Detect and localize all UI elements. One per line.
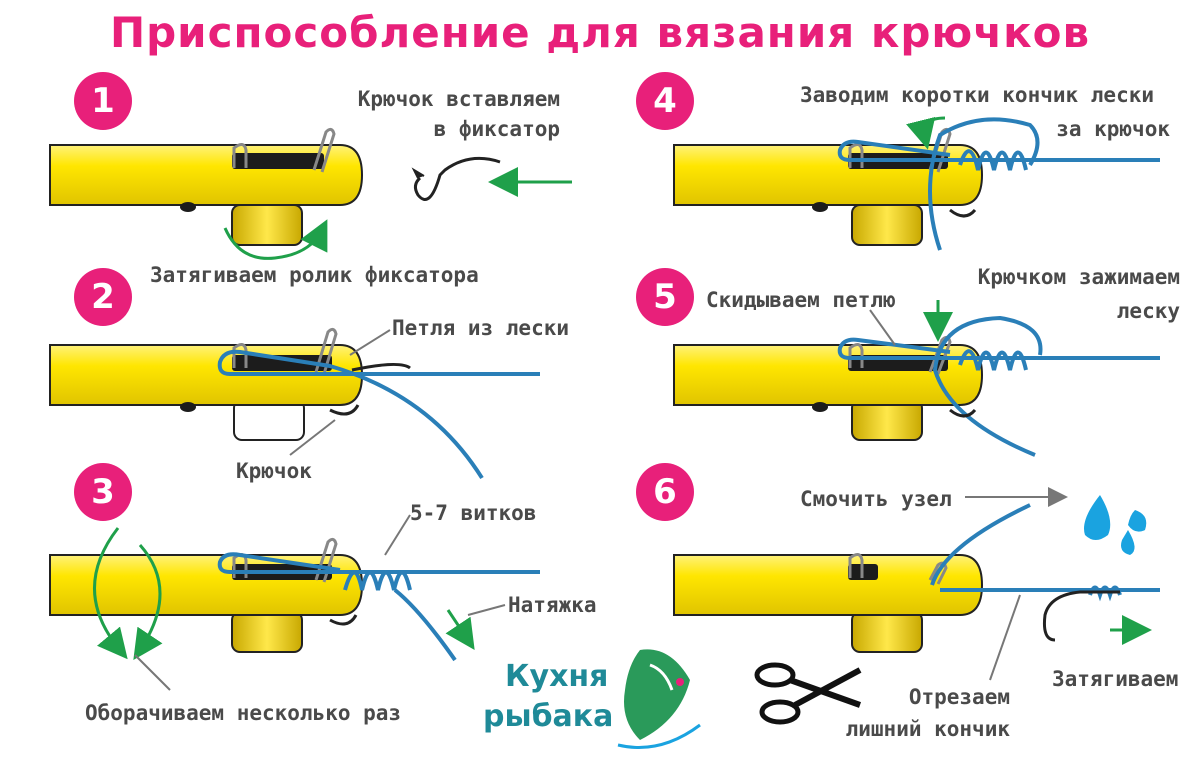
step-3-badge: 3: [74, 463, 132, 521]
step-1-label-a: Крючок вставляем: [357, 87, 560, 111]
slot: [232, 153, 324, 169]
step-5-label-a: Скидываем петлю: [706, 288, 896, 312]
logo-line-2: рыбака: [483, 699, 614, 734]
step-6-label-c: лишний кончик: [845, 717, 1010, 741]
fish-logo-icon: [617, 649, 701, 749]
scissors-icon: [754, 662, 862, 725]
step-6-label-a: Смочить узел: [800, 487, 952, 511]
step-1-badge: 1: [74, 72, 132, 130]
step-5-badge: 5: [636, 268, 694, 326]
logo-line-1: Кухня: [505, 659, 609, 694]
water-drops-icon: [1084, 495, 1147, 555]
step-4-label-a: Заводим коротки кончик лески: [800, 83, 1155, 107]
step-5-tool: [673, 335, 984, 441]
step-1-label-c: Затягиваем ролик фиксатора: [150, 263, 479, 287]
step-4-badge: 4: [636, 72, 694, 130]
step-1-tool: [49, 127, 364, 246]
step-6-label-b: Отрезаем: [908, 685, 1010, 709]
step-4-label-b: за крючок: [1056, 117, 1170, 141]
step-5-label-c: леску: [1116, 299, 1180, 323]
step-3-tool: [49, 537, 364, 653]
step-3-label-b: Натяжка: [508, 593, 597, 617]
step-3-label-a: 5-7 витков: [410, 501, 537, 525]
step-2-label-b: Крючок: [236, 459, 312, 483]
step-2-badge: 2: [74, 268, 132, 326]
step-6-tool: [673, 553, 984, 653]
step-6-label-d: Затягиваем: [1052, 667, 1179, 691]
page-title: Приспособление для вязания крючков: [109, 8, 1091, 57]
step-3-label-c: Оборачиваем несколько раз: [85, 701, 402, 725]
hook-icon: [413, 156, 501, 201]
step-2-tool: [49, 327, 364, 441]
step-6-badge: 6: [636, 463, 694, 521]
step-1-label-b: в фиксатор: [433, 117, 560, 141]
roller-knob: [231, 204, 303, 246]
step-5-label-b: Крючком зажимаем: [977, 265, 1180, 289]
step-2-label-a: Петля из лески: [392, 316, 570, 340]
